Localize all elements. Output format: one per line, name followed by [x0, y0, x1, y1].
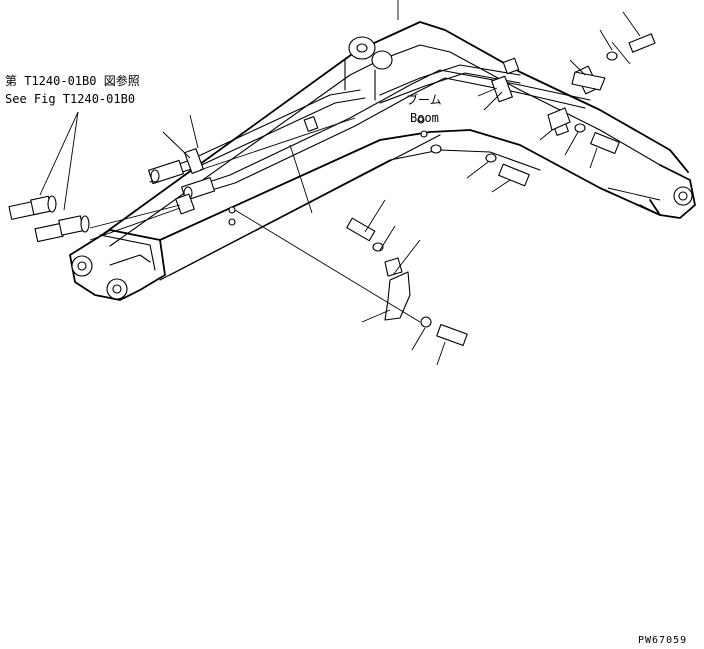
reference-label-en: See Fig T1240-01B0 [5, 92, 136, 106]
leader-lines [39, 0, 661, 366]
upper-pivot [344, 36, 393, 101]
reference-label-jp: 第 T1240-01B0 図参照 [5, 74, 140, 88]
fasteners [228, 33, 656, 346]
drawing-id: PW67059 [638, 635, 688, 646]
boom-label-jp: ブーム [406, 93, 442, 107]
boom-body [101, 21, 696, 281]
boom-label-en: Boom [410, 111, 439, 125]
hydraulic-piping [148, 64, 591, 201]
hose-ends [8, 195, 90, 243]
boom-foot [69, 229, 166, 301]
